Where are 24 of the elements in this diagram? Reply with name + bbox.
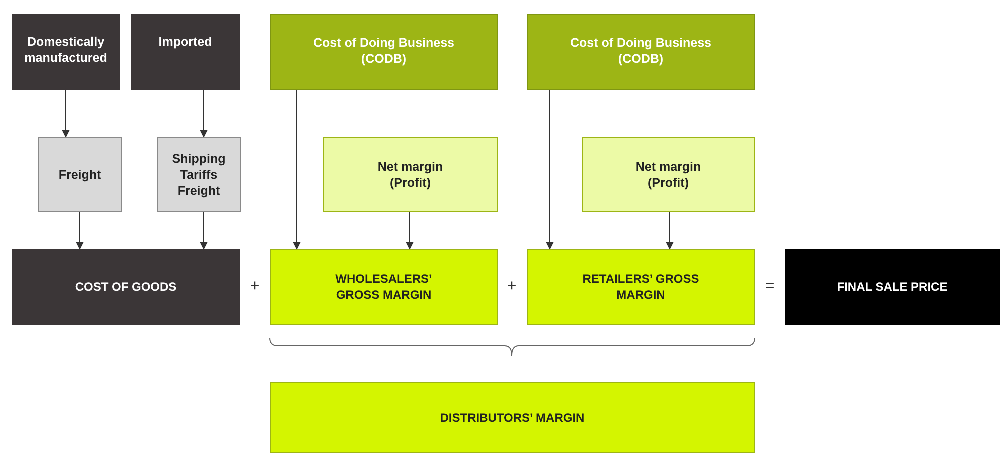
cost-box: Net margin (Profit) — [323, 137, 498, 212]
arrow — [546, 90, 554, 250]
total-box: FINAL SALE PRICE — [785, 249, 1000, 325]
cost-box: Freight — [38, 137, 122, 212]
operator-sign: + — [250, 279, 260, 295]
arrow — [76, 212, 84, 250]
arrow — [406, 212, 414, 250]
operator-sign: = — [765, 279, 775, 295]
cost-box: Domestically manufactured — [12, 14, 120, 90]
arrow — [666, 212, 674, 250]
cost-box: Imported — [131, 14, 240, 90]
operator-sign: + — [507, 279, 517, 295]
total-box: RETAILERS’ GROSS MARGIN — [527, 249, 755, 325]
arrow — [293, 90, 301, 250]
total-box: WHOLESALERS’ GROSS MARGIN — [270, 249, 498, 325]
arrow — [62, 90, 70, 138]
total-box: DISTRIBUTORS’ MARGIN — [270, 382, 755, 453]
total-box: COST OF GOODS — [12, 249, 240, 325]
cost-box: Net margin (Profit) — [582, 137, 755, 212]
cost-box: Cost of Doing Business (CODB) — [270, 14, 498, 90]
cost-box: Shipping Tariffs Freight — [157, 137, 241, 212]
arrow — [200, 90, 208, 138]
arrow — [200, 212, 208, 250]
cost-box: Cost of Doing Business (CODB) — [527, 14, 755, 90]
